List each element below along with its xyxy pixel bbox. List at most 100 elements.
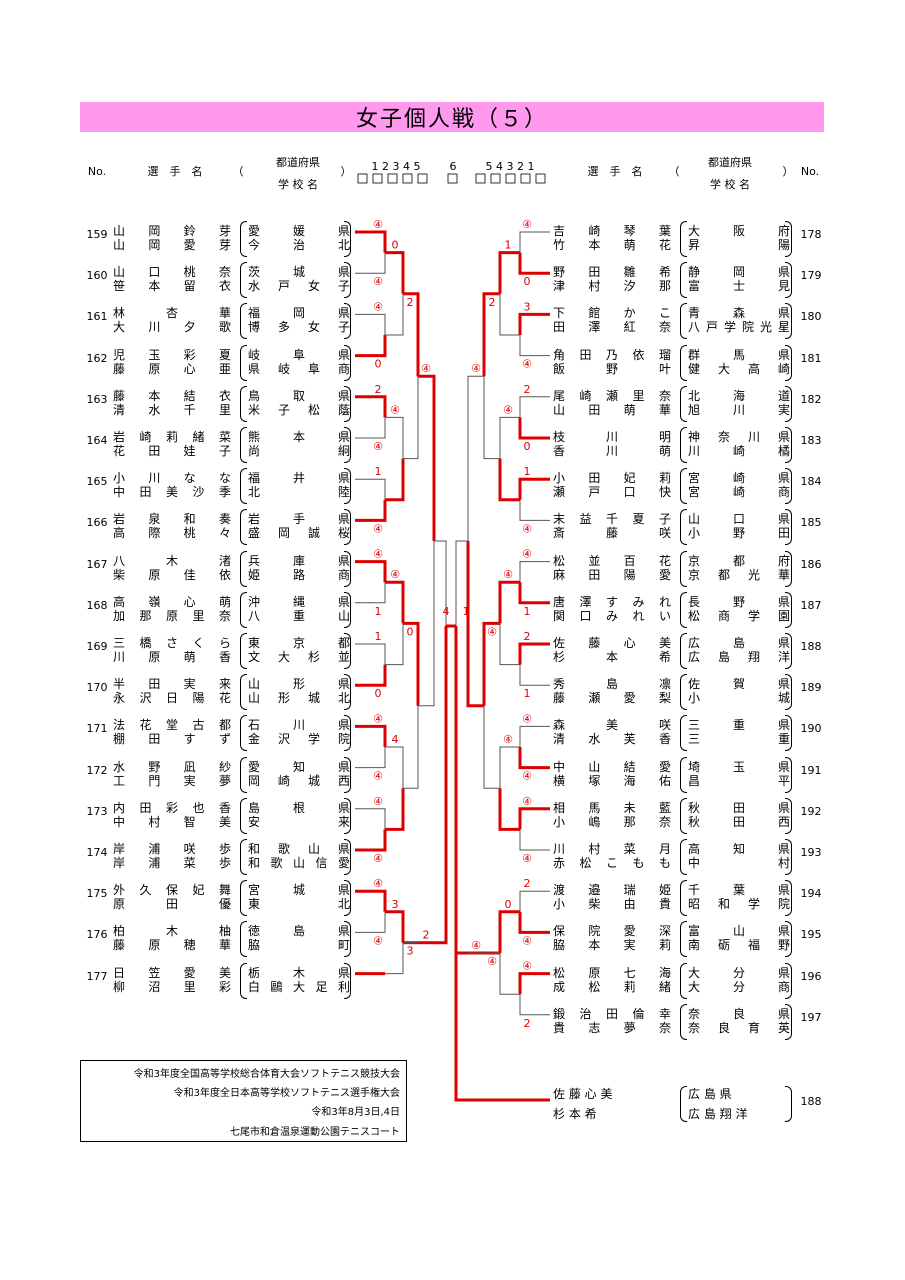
score-label: ④ (373, 877, 383, 890)
right-brace-open (680, 262, 687, 299)
left-entry-no: 174 (86, 846, 108, 859)
left-player-2: 高際桃々 (113, 526, 231, 541)
score-label: ④ (373, 440, 383, 453)
score-label: 1 (524, 687, 531, 700)
right-bracket-line (455, 540, 468, 626)
right-school: 昇陽 (688, 238, 790, 252)
left-brace-open (240, 633, 247, 669)
score-label: 1 (375, 605, 382, 618)
winner-player-2: 杉 本 希 (553, 1107, 597, 1121)
left-school: 安来 (248, 814, 350, 829)
score-label: 2 (407, 296, 414, 309)
score-label: ④ (373, 522, 383, 535)
score-label: ④ (373, 548, 383, 561)
right-bracket-line (518, 911, 550, 934)
score-label: ④ (522, 358, 532, 371)
left-brace-close (344, 962, 351, 999)
left-brace-open (240, 591, 247, 628)
left-brace-open (240, 427, 247, 463)
right-player-1: 松並百花 (553, 553, 671, 568)
left-brace-close (344, 797, 351, 834)
right-bracket-line (519, 890, 550, 912)
left-bracket-line (355, 230, 387, 253)
score-label: ④ (522, 852, 532, 865)
right-player-2: 関口みれい (553, 608, 671, 623)
score-label: 2 (524, 877, 531, 890)
left-entry-no: 171 (86, 722, 108, 736)
right-bracket-line (498, 458, 520, 502)
right-player-2: 飯野叶 (553, 361, 671, 376)
right-school: 南砺福野 (688, 938, 790, 953)
left-player-1: 水野凪紗 (113, 759, 231, 774)
left-bracket-line (355, 724, 387, 747)
left-entry-no: 159 (86, 228, 108, 241)
left-school: 北陸 (248, 485, 350, 500)
right-player-1: 森美咲 (553, 718, 671, 733)
left-player-1: 外久保妃舞 (113, 883, 231, 898)
right-brace-close (785, 962, 792, 999)
info-line-1: 令和3年度全国高等学校総合体育大会ソフトテニス競技大会 (133, 1069, 400, 1080)
right-bracket-line (499, 293, 520, 336)
header-paren-open-right: （ (668, 165, 680, 178)
right-school: 京都光華 (688, 567, 790, 582)
right-bracket-line (467, 375, 484, 541)
score-label: ④ (487, 625, 497, 638)
winner-brace-close (785, 1086, 792, 1122)
right-bracket-line (499, 416, 520, 459)
left-player-2: 加那原里奈 (113, 608, 231, 623)
header-school-left: 学 校 名 (278, 178, 318, 191)
header-paren-open-left: （ (232, 165, 244, 178)
right-school: 川崎橘 (688, 444, 790, 458)
score-label: 1 (524, 465, 531, 478)
right-bracket-line (482, 292, 500, 377)
left-player-2: 柳沼里彩 (113, 979, 231, 994)
score-label: 2 (524, 1017, 531, 1030)
score-label: 0 (505, 898, 512, 911)
left-school: 山形城北 (248, 691, 350, 706)
right-bracket-line (519, 231, 550, 253)
right-bracket-line (498, 788, 520, 831)
left-school: 今治北 (248, 238, 350, 252)
left-prefecture: 福岡県 (248, 306, 350, 321)
right-player-2: 小嶋那奈 (553, 814, 671, 829)
left-bracket-line (355, 478, 386, 500)
right-prefecture: 秋田県 (688, 800, 790, 815)
right-brace-open (680, 221, 687, 257)
header-no-left: No. (87, 165, 107, 178)
winner-brace-open (680, 1086, 687, 1122)
score-label: ④ (522, 548, 532, 561)
score-label: 1 (463, 605, 470, 618)
right-player-1: 吉崎琴葉 (553, 224, 671, 238)
score-label: ④ (421, 362, 431, 375)
right-brace-open (680, 756, 687, 793)
right-school: 旭川実 (688, 402, 790, 417)
right-entry-no: 178 (800, 228, 822, 241)
right-player-1: 野田雛希 (553, 265, 671, 280)
left-school: 東北 (248, 897, 350, 912)
score-label: 1 (524, 605, 531, 618)
score-label: ④ (373, 300, 383, 313)
left-school: 博多女子 (248, 320, 350, 335)
right-entry-no: 183 (800, 434, 822, 447)
left-prefecture: 東京都 (248, 636, 350, 650)
right-bracket-line (518, 807, 550, 830)
right-school: 宮崎商 (688, 485, 790, 500)
left-bracket-line (385, 416, 404, 459)
left-bracket-line (355, 417, 386, 439)
right-bracket-line (499, 746, 520, 789)
left-school: 岡崎城西 (248, 773, 350, 788)
left-player-1: 山口桃奈 (113, 265, 231, 280)
left-prefecture: 福井県 (248, 471, 350, 486)
score-label: 1 (505, 239, 512, 252)
right-brace-open (680, 839, 687, 875)
right-player-1: 唐澤すみれ (553, 594, 671, 609)
right-brace-close (785, 591, 792, 628)
left-bracket-line (403, 292, 420, 377)
left-prefecture: 島根県 (248, 800, 350, 815)
left-player-2: 工門実夢 (113, 773, 231, 788)
right-player-2: 藤瀬愛梨 (553, 691, 671, 706)
right-bracket-line (518, 642, 550, 665)
left-entry-no: 166 (86, 516, 108, 530)
left-player-2: 花田娃子 (113, 444, 231, 458)
